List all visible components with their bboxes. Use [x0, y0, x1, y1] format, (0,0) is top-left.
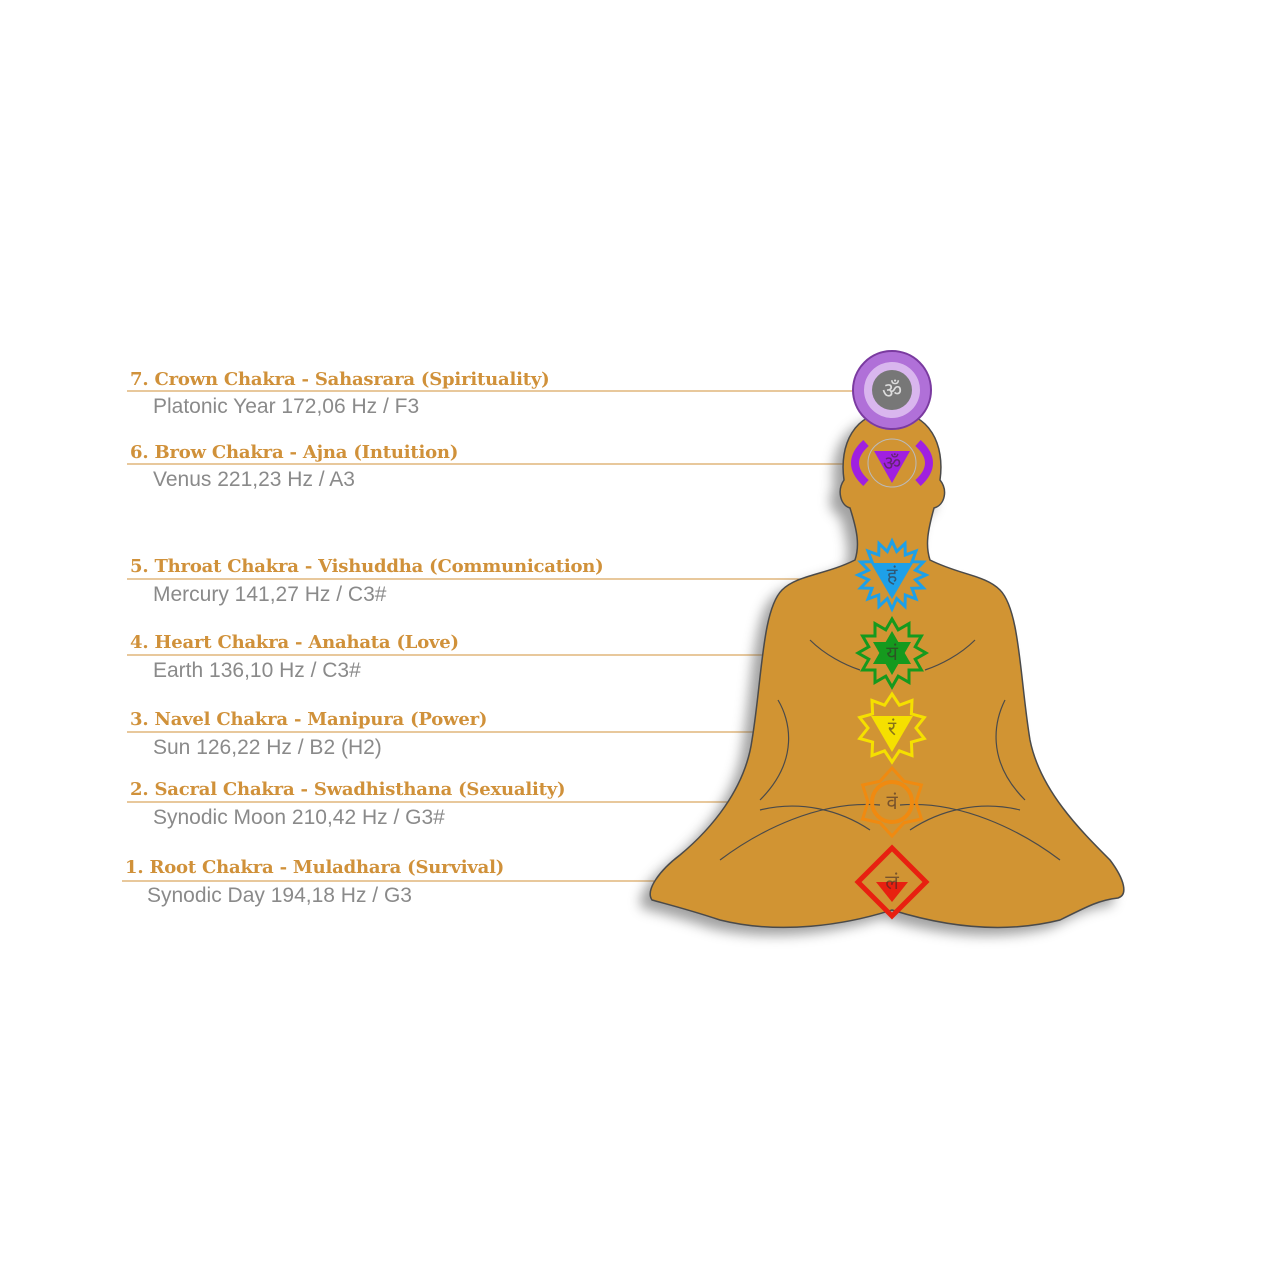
chakra-symbol-icon: लं	[854, 844, 930, 920]
svg-text:ॐ: ॐ	[883, 451, 901, 475]
chakra-frequency: Synodic Moon 210,42 Hz / G3#	[153, 806, 445, 829]
svg-text:ॐ: ॐ	[882, 379, 902, 404]
chakra-frequency: Platonic Year 172,06 Hz / F3	[153, 395, 420, 418]
chakra-title: 6. Brow Chakra - Ajna (Intuition)	[130, 442, 459, 463]
chakra-title: 2. Sacral Chakra - Swadhisthana (Sexuali…	[130, 779, 566, 800]
chakra-symbol-icon: ॐ	[851, 438, 933, 488]
chakra-frequency: Sun 126,22 Hz / B2 (H2)	[153, 736, 382, 759]
chakra-frequency: Synodic Day 194,18 Hz / G3	[147, 884, 412, 907]
chakra-symbol-icon: हं	[854, 537, 930, 613]
chakra-symbol-icon: वं	[860, 765, 924, 839]
svg-text:हं: हं	[887, 563, 898, 587]
chakra-frequency: Venus 221,23 Hz / A3	[153, 468, 355, 491]
chakra-frequency: Earth 136,10 Hz / C3#	[153, 659, 361, 682]
svg-text:लं: लं	[885, 870, 899, 894]
chakra-title: 4. Heart Chakra - Anahata (Love)	[130, 632, 459, 653]
chakra-frequency: Mercury 141,27 Hz / C3#	[153, 583, 387, 606]
chakra-title: 5. Throat Chakra - Vishuddha (Communicat…	[130, 556, 604, 577]
svg-text:वं: वं	[886, 790, 898, 814]
svg-text:रं: रं	[888, 716, 897, 740]
chakra-title: 7. Crown Chakra - Sahasrara (Spiritualit…	[130, 369, 550, 390]
svg-text:यं: यं	[886, 641, 898, 665]
chakra-symbol-icon: ॐ	[852, 350, 932, 430]
chakra-title: 1. Root Chakra - Muladhara (Survival)	[125, 857, 505, 878]
chakra-title: 3. Navel Chakra - Manipura (Power)	[130, 709, 488, 730]
meditating-figure	[640, 411, 1125, 936]
chakra-symbol-icon: रं	[857, 691, 927, 765]
leader-lines	[122, 390, 892, 882]
chakra-symbol-icon: यं	[854, 615, 930, 691]
